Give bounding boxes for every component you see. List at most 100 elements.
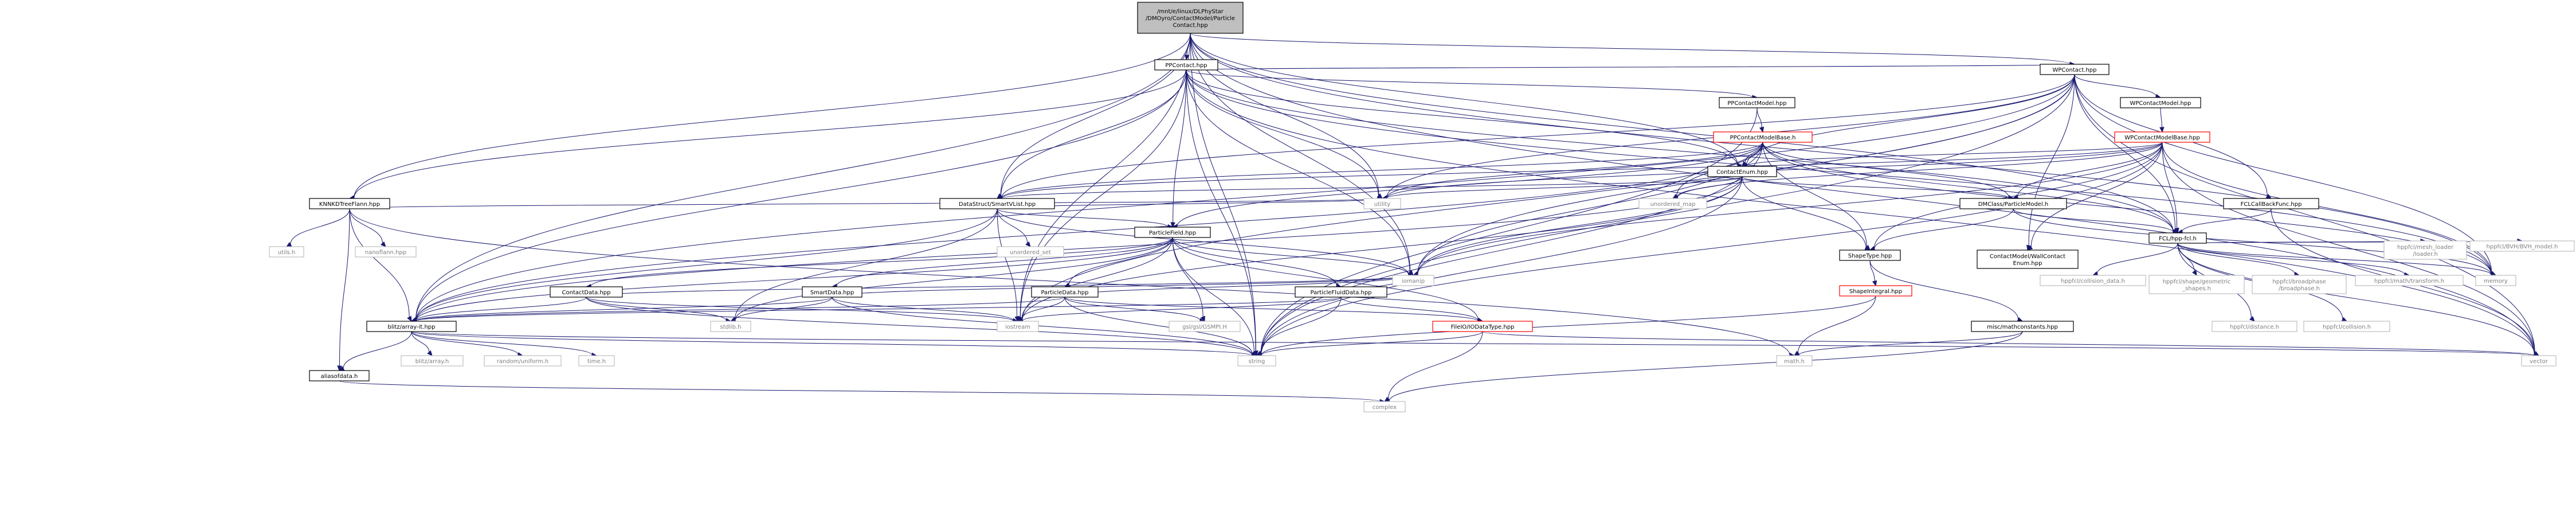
node-label: /mnt/e/linux/DLPhyStar	[1157, 9, 1224, 15]
edge-WPContact-to-WPContactModel	[2074, 74, 2162, 99]
node-box	[710, 321, 751, 332]
node-box	[1776, 355, 1813, 367]
node-PPContactModelBase[interactable]: PPContactModelBase.h	[1713, 131, 1813, 143]
node-stdlib: stdlib.h	[710, 321, 751, 332]
node-blitzarray[interactable]: blitz/array-it.hpp	[366, 321, 457, 332]
edge-WPContact-to-vector	[2074, 74, 2540, 356]
node-label: blitz/array-it.hpp	[387, 324, 435, 330]
node-WPContact[interactable]: WPContact.hpp	[2040, 64, 2110, 75]
node-label: ContactData.hpp	[562, 290, 611, 296]
edge-ParticleData-to-gsl	[1064, 297, 1206, 323]
node-nanoflann: nanoflann.hpp	[355, 246, 417, 258]
edge-WPContact-to-WallContactEnum	[2026, 74, 2075, 251]
node-ContactData[interactable]: ContactData.hpp	[550, 286, 623, 298]
node-label: SmartData.hpp	[810, 290, 854, 296]
edge-ContactEnum-to-DMClassParticleModel	[1742, 176, 2014, 201]
node-label: ParticleData.hpp	[1041, 290, 1088, 296]
node-box	[2469, 240, 2575, 252]
edge-WPContact-to-blitzarray	[410, 74, 2075, 323]
node-box	[309, 370, 370, 381]
edge-PPContact-to-utility	[1186, 69, 1383, 199]
edge-root-to-iostream	[1017, 33, 1191, 322]
node-utils_h: utils.h	[269, 246, 304, 258]
node-box	[1839, 285, 1912, 297]
node-label: /broadphase.h	[2279, 286, 2320, 292]
node-box	[2040, 275, 2146, 286]
node-box	[1971, 321, 2074, 332]
edge-ContactData-to-string	[586, 297, 1258, 358]
edge-PPContactModel-to-PPContactModelBase	[1756, 107, 1765, 133]
node-FCLCallBackFunc[interactable]: FCLCallBackFunc.hpp	[2223, 198, 2319, 209]
node-box	[2223, 198, 2319, 209]
node-aliasofdata[interactable]: aliasofdata.h	[309, 370, 370, 381]
node-box	[1839, 250, 1901, 261]
node-ParticleFluidData[interactable]: ParticleFluidData.hpp	[1295, 286, 1387, 298]
edge-ContactEnum-to-iomanip	[1412, 176, 1743, 276]
edge-WPContactModelBase-to-DMClassParticleModel	[2012, 142, 2163, 199]
node-box	[401, 355, 464, 367]
node-PPContactModel[interactable]: PPContactModel.hpp	[1719, 97, 1795, 108]
node-FileIOIODataType[interactable]: FileIO/IODataType.hpp	[1432, 321, 1533, 332]
node-label: Enum.hpp	[2013, 260, 2042, 267]
node-root[interactable]: /mnt/e/linux/DLPhyStar/DMOyro/ContactMod…	[1137, 2, 1244, 34]
node-box	[1707, 166, 1777, 177]
node-fcl_geometric: hppfcl/shape/geometric_shapes.h	[2148, 275, 2245, 294]
node-box	[802, 286, 862, 298]
edge-PPContactModel-to-string	[1256, 107, 1758, 356]
node-DMClassParticleModel[interactable]: DMClass/ParticleModel.h	[1959, 198, 2067, 209]
edge-PPContact-to-WPContact	[1186, 61, 2076, 71]
edge-KNNKDTreeFlann-to-blitzarray	[349, 208, 412, 322]
edge-root-to-memory	[1190, 33, 2497, 277]
node-ParticleField[interactable]: ParticleField.hpp	[1134, 227, 1211, 238]
edge-SmartVList-to-blitzarray	[410, 208, 998, 323]
node-label: memory	[2484, 278, 2508, 285]
edge-ContactEnum-to-blitzarray	[410, 176, 1743, 324]
node-box	[1959, 198, 2067, 209]
node-label: FCL/hpp-fcl.h	[2159, 236, 2197, 242]
node-box	[2212, 321, 2297, 332]
edge-PPContact-to-KNNKDTreeFlann	[348, 69, 1187, 200]
node-label: ParticleField.hpp	[1149, 230, 1196, 236]
node-time_h: time.h	[578, 355, 615, 367]
node-label: complex	[1373, 404, 1397, 411]
node-box	[2114, 131, 2210, 143]
edge-root-to-WPContact	[1190, 33, 2076, 67]
node-fcl_distance: hppfcl/distance.h	[2212, 321, 2297, 332]
node-mathconstants[interactable]: misc/mathconstants.hpp	[1971, 321, 2074, 332]
node-label: aliasofdata.h	[321, 373, 358, 380]
edge-ContactData-to-blitzarray	[410, 297, 587, 324]
node-KNNKDTreeFlann[interactable]: KNNKDTreeFlann.hpp	[309, 198, 390, 209]
node-iostream: iostream	[997, 321, 1039, 332]
node-label: vector	[2530, 359, 2548, 365]
node-ContactEnum[interactable]: ContactEnum.hpp	[1707, 166, 1777, 177]
node-string: string	[1237, 355, 1276, 367]
node-unordered_set: unordered_set	[997, 246, 1064, 258]
node-ShapeType[interactable]: ShapeType.hpp	[1839, 250, 1901, 261]
node-label: stdlib.h	[720, 324, 742, 330]
node-fcl_bvh: hppfcl/BVH/BVH_model.h	[2469, 240, 2575, 252]
node-ShapeIntegral[interactable]: ShapeIntegral.hpp	[1839, 285, 1912, 297]
node-label: time.h	[587, 359, 606, 365]
node-label: utils.h	[278, 250, 296, 256]
node-WPContactModel[interactable]: WPContactModel.hpp	[2120, 97, 2201, 108]
node-FCLfcl[interactable]: FCL/hpp-fcl.h	[2148, 232, 2207, 244]
node-box	[997, 246, 1064, 258]
node-SmartData[interactable]: SmartData.hpp	[802, 286, 862, 298]
edge-WPContactModelBase-to-WallContactEnum	[2027, 142, 2163, 251]
node-box	[355, 246, 417, 258]
node-label: ShapeType.hpp	[1848, 253, 1892, 259]
node-SmartVList[interactable]: DataStruct/SmartVList.hpp	[939, 198, 1055, 209]
node-WPContactModelBase[interactable]: WPContactModelBase.hpp	[2114, 131, 2210, 143]
node-box	[309, 198, 390, 209]
edge-KNNKDTreeFlann-to-utils_h	[285, 208, 350, 247]
node-fcl_transform: hppfcl/math/transform.h	[2355, 275, 2464, 286]
node-ParticleData[interactable]: ParticleData.hpp	[1031, 286, 1099, 298]
edge-ParticleData-to-blitzarray	[410, 297, 1065, 324]
node-PPContact[interactable]: PPContact.hpp	[1154, 59, 1218, 71]
node-box	[2383, 240, 2467, 260]
node-label: /loader.h	[2413, 251, 2438, 258]
node-label: math.h	[1784, 359, 1805, 365]
node-label: /DMOyro/ContactModel/Particle	[1146, 15, 1235, 22]
edge-ParticleField-to-ParticleData	[1064, 237, 1173, 287]
